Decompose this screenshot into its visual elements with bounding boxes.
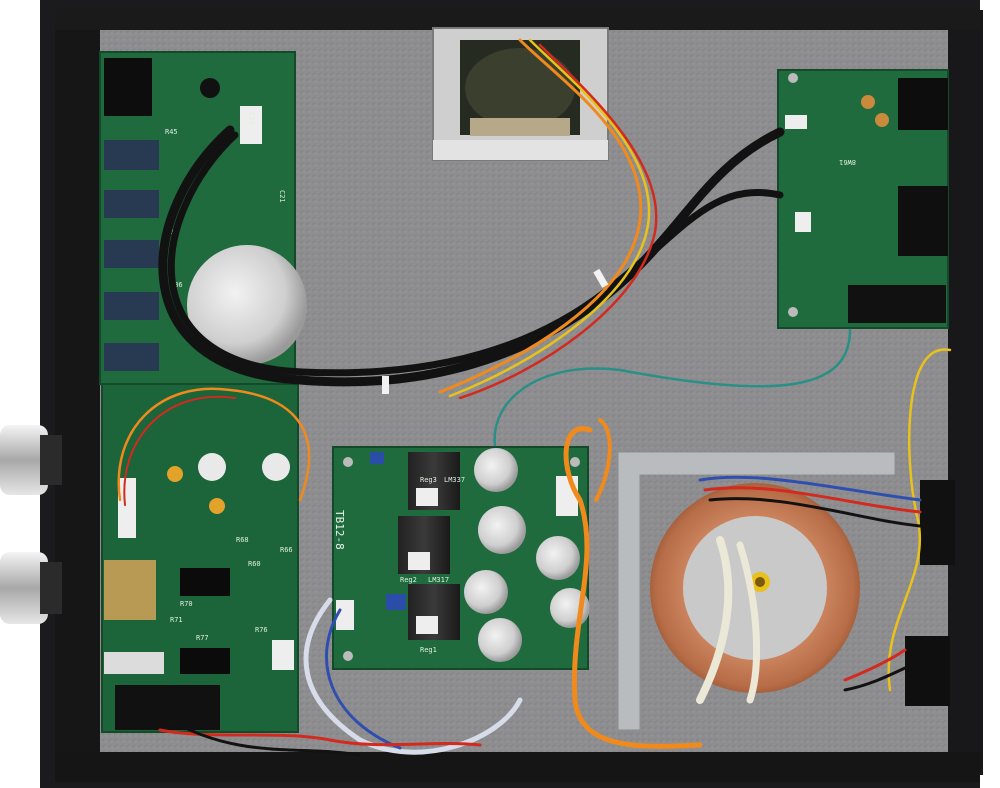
power-board-label: TB12-8: [333, 510, 346, 550]
top-rail: [55, 8, 980, 30]
left-rail: [55, 20, 100, 765]
switch-block: [920, 480, 955, 565]
wire-harness: [117, 38, 952, 757]
main-label-r76: R76: [255, 626, 268, 634]
lm337-label: LM337: [444, 476, 465, 484]
front-knob-lower: [0, 552, 62, 624]
input-board: 8W61: [777, 69, 949, 329]
main-label-r60: R60: [248, 560, 261, 568]
toroidal-transformer: [617, 451, 896, 731]
main-label-r68: R68: [236, 536, 249, 544]
upper-transformer: [432, 27, 609, 161]
main-label-r66: R66: [280, 546, 293, 554]
main-label-r36: R36: [170, 281, 183, 289]
reg1-label: Reg1: [420, 646, 437, 654]
pot-row: [104, 140, 159, 371]
main-label-r45: R45: [165, 128, 178, 136]
right-rail: [948, 10, 983, 775]
cable-tie-2: [382, 376, 389, 394]
bottom-rail: [55, 752, 980, 782]
reg2-label: Reg2: [400, 576, 417, 584]
main-label-c12: C12: [248, 112, 256, 125]
lm317-label: LM317: [428, 576, 449, 584]
input-board-label: 8W61: [839, 158, 856, 166]
front-knob-upper: [0, 425, 62, 495]
reg3-label: Reg3: [420, 476, 437, 484]
main-filter-cap: [187, 245, 307, 365]
main-label-r70: R70: [180, 600, 193, 608]
ac-inlet: [905, 636, 950, 706]
power-board: TB12-8 Reg3 LM337 Reg2 LM317 Reg1: [332, 446, 590, 670]
main-label-c21: C21: [278, 190, 286, 203]
main-label-r71: R71: [170, 616, 183, 624]
main-label-r77: R77: [196, 634, 209, 642]
main-board: C12 C21 R45 R35 R36 R70 R71 R68 R76 R77 …: [99, 51, 307, 733]
cable-tie-1: [593, 268, 609, 288]
